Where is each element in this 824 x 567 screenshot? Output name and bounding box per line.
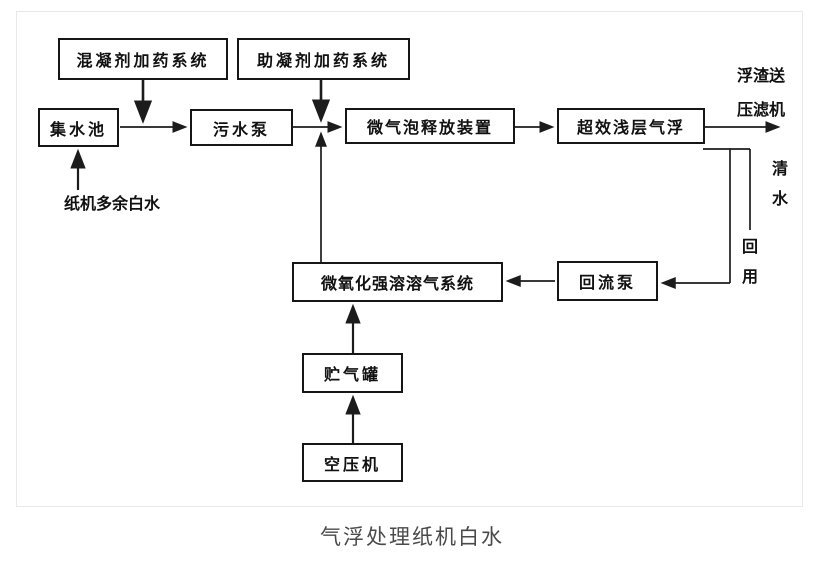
node-shallow-layer-daf: 超效浅层气浮 <box>557 108 705 144</box>
node-label: 污水泵 <box>212 121 270 139</box>
label-scum-line1: 浮渣送 <box>737 68 786 85</box>
node-dissolved-air-system: 微氧化强溶溶气系统 <box>292 262 503 302</box>
label-clean-water: 清水 <box>771 161 788 208</box>
label-scum-to-filter-press: 浮渣送 压滤机 <box>737 60 785 128</box>
node-label: 集水池 <box>49 121 107 139</box>
node-air-storage-tank: 贮气罐 <box>302 353 403 393</box>
node-label: 空压机 <box>323 456 381 474</box>
node-label: 微氧化强溶溶气系统 <box>320 276 474 293</box>
node-coagulant-aid-dosing-system: 助凝剂加药系统 <box>237 38 410 80</box>
node-microbubble-release-device: 微气泡释放装置 <box>345 108 515 144</box>
node-collection-tank: 集水池 <box>38 108 119 147</box>
node-air-compressor: 空压机 <box>302 443 403 482</box>
diagram-caption: 气浮处理纸机白水 <box>320 526 504 549</box>
node-sewage-pump: 污水泵 <box>190 109 293 146</box>
node-coagulant-dosing-system: 混凝剂加药系统 <box>58 38 228 80</box>
diagram-panel <box>16 11 803 507</box>
node-label: 助凝剂加药系统 <box>256 53 390 70</box>
label-scum-line2: 压滤机 <box>737 102 786 119</box>
node-label: 贮气罐 <box>323 367 381 384</box>
label-influent-white-water: 纸机多余白水 <box>64 196 161 213</box>
node-return-pump: 回流泵 <box>557 261 658 301</box>
node-label: 微气泡释放装置 <box>366 120 493 137</box>
node-label: 混凝剂加药系统 <box>76 53 210 70</box>
node-label: 回流泵 <box>578 275 636 292</box>
node-label: 超效浅层气浮 <box>576 120 685 137</box>
label-reuse: 回用 <box>741 239 758 286</box>
